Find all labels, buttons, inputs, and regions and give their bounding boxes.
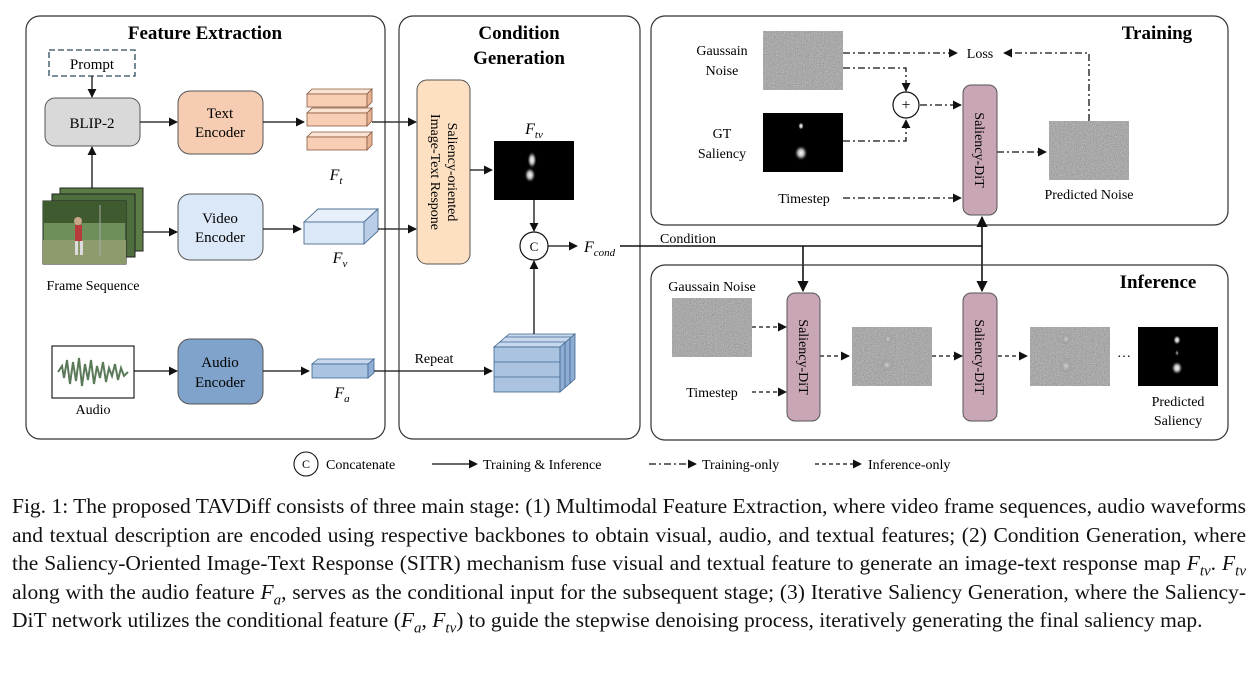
arrow-gt-plus xyxy=(843,119,911,142)
train-dit-label: Saliency-DiT xyxy=(971,112,986,188)
training-panel: Training xyxy=(650,15,1229,226)
fcond-label: Fcond xyxy=(583,239,616,259)
legend: C Concatenate Training & Inference Train… xyxy=(293,451,950,477)
tavdiff-diagram: Feature Extraction Prompt BLIP-2 Text En… xyxy=(25,15,1229,477)
audio-encoder-label-2: Encoder xyxy=(195,375,245,391)
fv-label: Fv xyxy=(332,250,348,270)
train-gaussian-noise-image xyxy=(763,31,843,90)
inf-dit2-label: Saliency-DiT xyxy=(971,319,986,395)
frame-sequence-label: Frame Sequence xyxy=(47,279,140,294)
ft-label: Ft xyxy=(329,167,344,187)
training-title: Training xyxy=(1122,23,1193,44)
audio-encoder-label-1: Audio xyxy=(201,355,239,371)
video-feature-cuboid xyxy=(302,207,380,246)
inf-gaussian-noise-image xyxy=(672,298,752,357)
condition-generation-panel: Condition Generation xyxy=(398,15,641,440)
blip2-box: BLIP-2 xyxy=(44,97,141,147)
inf-dit1-label: Saliency-DiT xyxy=(795,319,810,395)
predicted-saliency-image xyxy=(1138,327,1218,386)
frame-sequence-images xyxy=(42,187,144,265)
plus-symbol: + xyxy=(901,97,910,114)
predicted-noise-image xyxy=(1049,121,1129,180)
figure-caption: Fig. 1: The proposed TAVDiff consists of… xyxy=(12,494,1246,637)
denoise-step2-image xyxy=(1030,327,1110,386)
concat-symbol: C xyxy=(530,239,539,254)
inf-timestep-label: Timestep xyxy=(686,386,738,401)
fa-label: Fa xyxy=(333,385,350,405)
inference-title: Inference xyxy=(1120,272,1197,293)
feature-extraction-title: Feature Extraction xyxy=(128,23,283,44)
denoise-step1-image xyxy=(852,327,932,386)
condition-label: Condition xyxy=(660,232,716,247)
repeat-label: Repeat xyxy=(415,352,454,367)
train-timestep-label: Timestep xyxy=(778,192,830,207)
gt-saliency-label-2: Saliency xyxy=(698,147,746,162)
audio-waveform xyxy=(51,345,135,399)
predicted-noise-label: Predicted Noise xyxy=(1044,188,1133,203)
inf-dit1-box: Saliency-DiT xyxy=(786,292,821,422)
repeated-audio-cube xyxy=(492,333,577,393)
predicted-saliency-label-1: Predicted xyxy=(1152,395,1205,410)
sitr-label-2: Image-Text Respone xyxy=(427,114,442,230)
ftv-label: Ftv xyxy=(524,121,543,141)
text-encoder-label-1: Text xyxy=(207,106,234,122)
audio-feature-bar xyxy=(310,358,376,379)
train-dit-box: Saliency-DiT xyxy=(962,84,998,216)
plus-node: + xyxy=(892,91,920,119)
text-feature-stack xyxy=(306,88,373,151)
prompt-label: Prompt xyxy=(70,57,115,73)
audio-label: Audio xyxy=(76,403,111,418)
inf-gaussian-noise-label: Gaussain Noise xyxy=(668,280,756,295)
legend-concat-symbol: C xyxy=(302,457,310,471)
inf-dit2-box: Saliency-DiT xyxy=(962,292,998,422)
train-gaussian-noise-label-1: Gaussain xyxy=(696,44,747,59)
concat-node: C xyxy=(519,231,549,261)
legend-concatenate-label: Concatenate xyxy=(326,458,395,473)
loss-label: Loss xyxy=(967,47,993,62)
predicted-saliency-label-2: Saliency xyxy=(1154,414,1202,429)
arrow-prednoise-loss xyxy=(1003,48,1090,121)
text-encoder-box: Text Encoder xyxy=(177,90,264,155)
prompt-box: Prompt xyxy=(48,49,136,77)
condition-generation-title-1: Condition xyxy=(478,23,560,44)
video-encoder-label-1: Video xyxy=(202,211,238,227)
feature-extraction-panel: Feature Extraction xyxy=(25,15,386,440)
inference-panel: Inference xyxy=(650,264,1229,441)
legend-inference-only-label: Inference-only xyxy=(868,458,950,473)
ellipsis: ··· xyxy=(1117,350,1131,365)
sitr-label-1: Saliency-oriented xyxy=(444,123,459,222)
gt-saliency-label-1: GT xyxy=(713,127,732,142)
condition-generation-title-2: Generation xyxy=(473,48,565,69)
audio-encoder-box: Audio Encoder xyxy=(177,338,264,405)
train-gaussian-noise-label-2: Noise xyxy=(706,64,739,79)
gt-saliency-image xyxy=(763,113,843,172)
sitr-box: Saliency-oriented Image-Text Respone xyxy=(416,79,471,265)
arrow-noise-plus xyxy=(843,67,911,92)
text-encoder-label-2: Encoder xyxy=(195,125,245,141)
video-encoder-label-2: Encoder xyxy=(195,230,245,246)
video-encoder-box: Video Encoder xyxy=(177,193,264,261)
legend-training-inference-label: Training & Inference xyxy=(483,458,601,473)
ftv-response-map xyxy=(494,141,574,200)
blip2-label: BLIP-2 xyxy=(70,116,115,132)
legend-training-only-label: Training-only xyxy=(702,458,779,473)
